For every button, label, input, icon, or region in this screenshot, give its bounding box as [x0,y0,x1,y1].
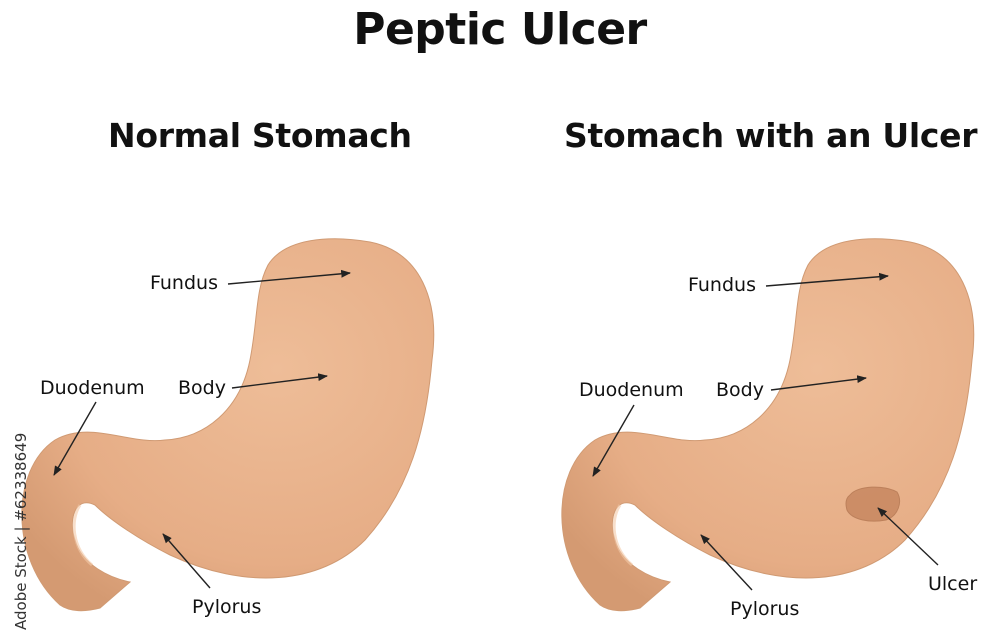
body-arrow-right [770,375,867,391]
fundus-arrow-right [765,272,889,287]
stock-watermark: Adobe Stock | #62338649 [12,432,30,630]
pylorus-label-left: Pylorus [192,596,262,618]
ulcer-stomach-illustration [561,238,975,612]
duodenum-label-left: Duodenum [40,377,145,399]
ulcer-label-right: Ulcer [928,573,978,595]
body-label-left: Body [178,377,226,399]
duodenum-arrow-left [53,401,97,476]
right-pointer-arrows [592,272,939,591]
body-arrow-left [231,373,328,389]
duodenum-arrow-right [592,404,635,477]
normal-stomach-illustration [21,238,435,612]
diagram-title: Peptic Ulcer [353,4,647,55]
ulcer-stomach-heading: Stomach with an Ulcer [564,116,978,155]
ulcer-patch [845,486,900,522]
duodenum-label-right: Duodenum [579,379,684,401]
pylorus-arrow-right [700,534,753,591]
fundus-label-right: Fundus [688,274,756,296]
fundus-label-left: Fundus [150,272,218,294]
pylorus-label-right: Pylorus [730,598,800,620]
body-label-right: Body [716,379,764,401]
normal-stomach-heading: Normal Stomach [108,116,412,155]
ulcer-arrow-right [877,507,939,566]
pylorus-arrow-left [162,533,211,589]
fundus-arrow-left [227,269,351,285]
left-pointer-arrows [53,269,351,589]
